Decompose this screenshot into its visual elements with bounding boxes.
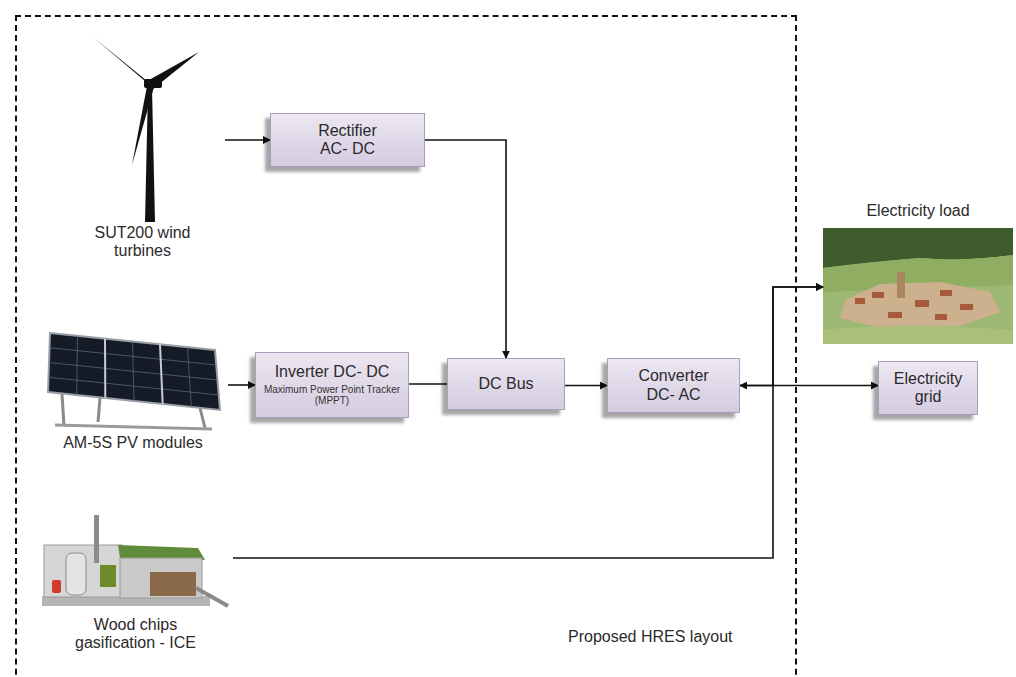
connector-arrow <box>425 140 506 358</box>
plant-chimney <box>94 515 99 563</box>
pv-module-node: AM-5S PV modules <box>38 328 228 458</box>
photo-church-tower <box>897 272 905 298</box>
photo-ground <box>823 228 1013 344</box>
village-photo <box>823 228 1013 344</box>
box-label: DC Bus <box>478 375 533 393</box>
cell-line <box>188 347 192 407</box>
panel-leg <box>62 394 64 426</box>
turbine-blade <box>132 86 154 165</box>
system-boundary: Proposed HRES layout SUT200 wind turbines… <box>15 15 797 677</box>
turbine-blade <box>93 37 152 87</box>
photo-roof <box>888 312 902 318</box>
box-label: Rectifier AC- DC <box>306 122 390 159</box>
box-label: Inverter DC- DC <box>275 363 390 381</box>
load-node: Electricity load <box>823 198 1013 346</box>
wind-turbine-icon <box>93 37 199 222</box>
plant-canister <box>52 580 61 593</box>
plant-conveyor <box>196 588 228 606</box>
component-caption: Electricity load <box>826 202 1010 220</box>
connector-arrow <box>225 139 270 141</box>
wind-turbine-node: SUT200 wind turbines <box>60 28 225 270</box>
photo-roof <box>940 290 952 296</box>
box-sublabel: Maximum Power Point Tracker (MPPT) <box>262 384 402 407</box>
plant-engine <box>100 565 116 587</box>
photo-roof <box>915 300 929 307</box>
photo-town <box>840 282 1000 328</box>
photo-foreground <box>823 326 1013 344</box>
process-box: Electricity grid <box>878 361 978 415</box>
panel-rail <box>55 425 212 429</box>
connector-arrow <box>233 287 823 558</box>
connector-arrow <box>565 385 607 387</box>
pv-panel-icon <box>48 333 220 429</box>
cell-line <box>76 336 78 395</box>
turbine-hub <box>145 79 155 89</box>
connector-arrow <box>228 384 255 386</box>
component-caption: AM-5S PV modules <box>40 434 226 452</box>
box-label: Converter DC- AC <box>632 367 716 404</box>
process-box: Inverter DC- DC Maximum Power Point Track… <box>255 352 409 418</box>
box-label: Electricity grid <box>886 370 970 407</box>
process-box: DC Bus <box>447 358 565 410</box>
plant-wall <box>120 558 202 598</box>
photo-roof <box>960 304 973 310</box>
process-box: Rectifier AC- DC <box>270 113 425 167</box>
panel-divider <box>104 339 106 398</box>
connector-arrow <box>740 385 878 387</box>
wood-chips <box>150 572 196 596</box>
panel-leg <box>98 398 100 422</box>
plant-tank <box>66 553 86 595</box>
photo-roof <box>872 292 884 298</box>
cell-line <box>133 342 135 402</box>
panel-divider <box>160 344 163 404</box>
turbine-blade <box>149 52 199 89</box>
plant-room <box>44 545 122 597</box>
component-caption: SUT200 wind turbines <box>87 224 199 261</box>
gasifier-icon <box>42 515 228 606</box>
photo-roof <box>855 298 865 304</box>
gasifier-node: Wood chips gasification - ICE <box>38 512 233 670</box>
panel-surface <box>48 333 220 410</box>
photo-roof <box>935 314 947 320</box>
connector-arrow <box>740 287 823 386</box>
process-box: Converter DC- AC <box>607 358 740 413</box>
component-caption: Wood chips gasification - ICE <box>63 616 209 653</box>
panel-leg <box>200 408 205 428</box>
region-label: Proposed HRES layout <box>568 628 778 646</box>
connector-arrow <box>409 383 447 385</box>
